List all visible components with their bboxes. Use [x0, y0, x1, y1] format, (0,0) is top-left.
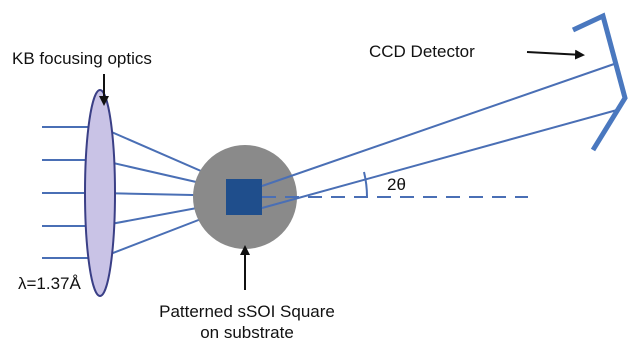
diffracted-beam — [261, 62, 618, 187]
ssoi-square — [226, 179, 262, 215]
ccd-detector — [571, 12, 628, 152]
detector-arrow — [526, 49, 585, 60]
two-theta-arc — [363, 171, 369, 198]
diffracted-beam — [261, 109, 618, 209]
sample-label-line1: Patterned sSOI Square — [159, 302, 335, 321]
kb-lens — [84, 89, 116, 297]
detector-label: CCD Detector — [369, 42, 475, 61]
wavelength-label: λ=1.37Å — [18, 274, 82, 293]
optics-label: KB focusing optics — [12, 49, 152, 68]
two-theta-label: 2θ — [387, 175, 406, 194]
sample-label-line2: on substrate — [200, 323, 294, 342]
diffracted-beams — [261, 62, 618, 209]
